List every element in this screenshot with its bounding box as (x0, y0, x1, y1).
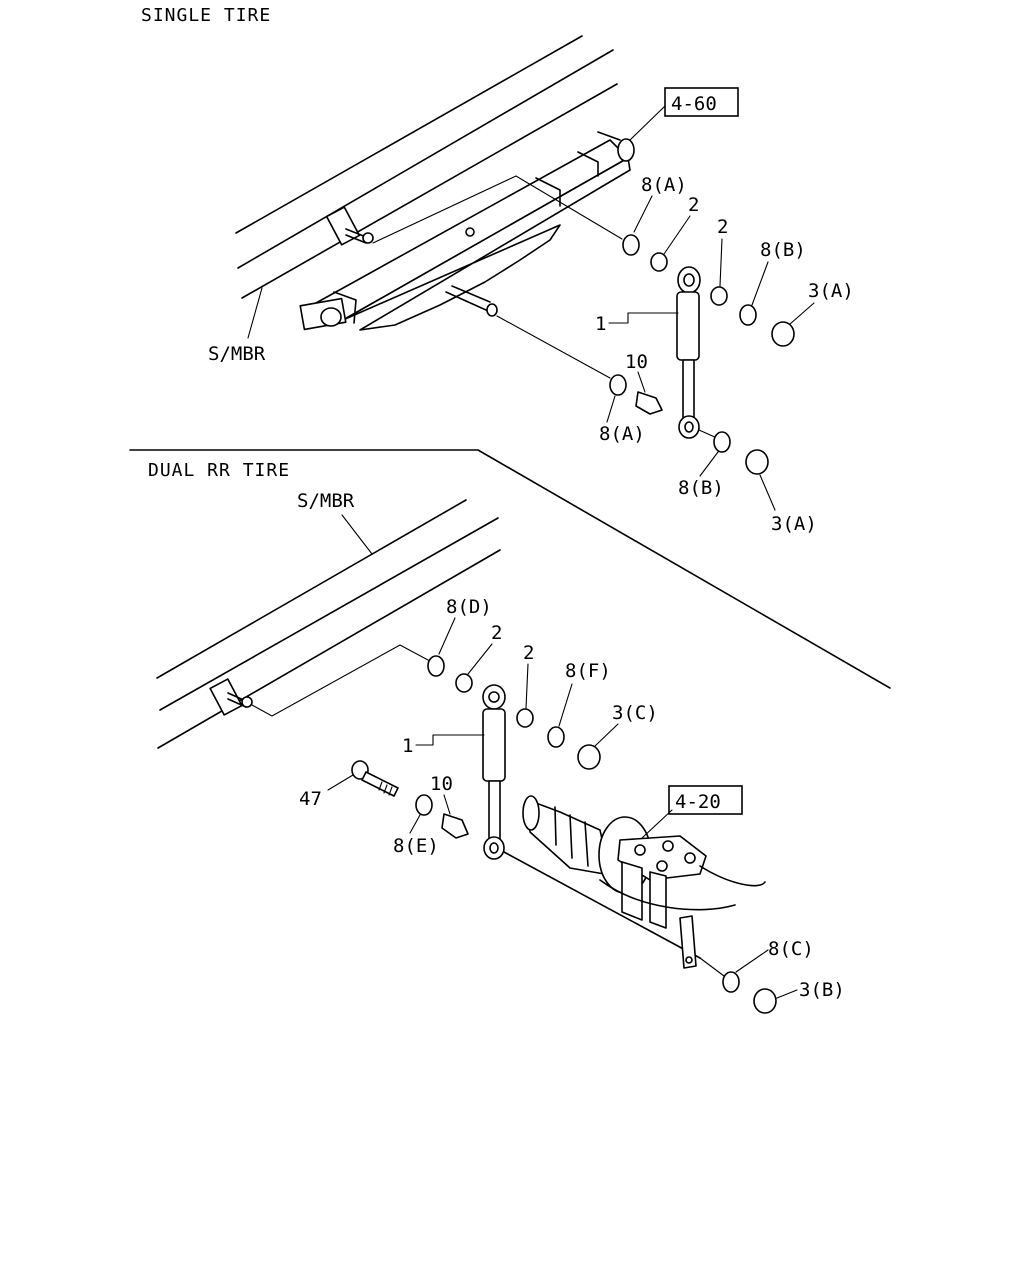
dual-leader-3c (594, 723, 619, 747)
dual-label-2a: 2 (491, 622, 502, 644)
single-leader-8a-bot (606, 395, 616, 423)
section-divider (129, 449, 891, 689)
single-label-1: 1 (595, 313, 606, 335)
ref-box-4-60 (664, 87, 739, 117)
dual-bush-10 (441, 813, 469, 839)
single-smbr-leader (247, 287, 263, 339)
single-label-10: 10 (625, 351, 648, 373)
single-label-8b-bot: 8(B) (678, 477, 724, 499)
single-shock-absorber (676, 266, 718, 439)
single-nut-3a-bot (745, 449, 769, 475)
single-label-8a-bot: 8(A) (599, 423, 645, 445)
dual-smbr-leader (341, 514, 373, 555)
dual-nut-3b (753, 988, 777, 1014)
dual-bush-2a (455, 673, 473, 693)
single-side-member (235, 35, 618, 299)
dual-label-8e: 8(E) (393, 835, 439, 857)
single-tire-title: SINGLE TIRE (141, 5, 271, 26)
ref-4-20-leader (641, 809, 673, 839)
single-label-2b: 2 (717, 216, 728, 238)
single-washer-8a-top (622, 234, 640, 256)
dual-center-line (251, 644, 429, 717)
dual-leader-8f (558, 683, 573, 727)
single-leader-3a-bot (759, 474, 776, 511)
ref-4-60-label: 4-60 (671, 93, 717, 115)
dual-rear-axle (503, 795, 766, 977)
ref-4-60-leader (629, 105, 666, 141)
dual-label-8d: 8(D) (446, 596, 492, 618)
single-leader-1 (608, 312, 679, 324)
single-leader-3a-top (789, 302, 815, 325)
dual-leader-2a (467, 643, 493, 675)
ref-4-20-label: 4-20 (675, 791, 721, 813)
single-smbr-label: S/MBR (208, 343, 266, 365)
single-label-3a-bot: 3(A) (771, 513, 817, 535)
single-bush-10 (635, 391, 663, 415)
dual-label-2b: 2 (523, 642, 534, 664)
dual-leader-47 (327, 774, 354, 791)
dual-leader-1 (415, 734, 485, 746)
single-label-8a-top: 8(A) (641, 174, 687, 196)
dual-leader-8c (735, 949, 769, 973)
dual-leader-3b (776, 989, 798, 999)
dual-label-47: 47 (299, 788, 322, 810)
dual-leader-8d (438, 617, 456, 655)
single-washer-8a-bot (609, 374, 627, 396)
dual-leader-8e (409, 814, 421, 834)
single-center-line-upper (372, 175, 623, 244)
dual-washer-8e (415, 794, 433, 816)
single-label-2a: 2 (688, 194, 699, 216)
single-washer-8b-top (739, 304, 757, 326)
single-leader-8b-bot (699, 451, 719, 477)
dual-tire-title: DUAL RR TIRE (148, 460, 290, 481)
dual-bush-2b (516, 708, 534, 728)
single-washer-8b-bot (713, 431, 731, 453)
dual-washer-8d (427, 655, 445, 677)
single-label-3a-top: 3(A) (808, 280, 854, 302)
dual-label-3c: 3(C) (612, 702, 658, 724)
single-bush-2b (710, 286, 728, 306)
dual-label-10: 10 (430, 773, 453, 795)
dual-nut-3c (577, 744, 601, 770)
dual-side-member (156, 499, 501, 749)
single-leader-2b (719, 238, 723, 287)
single-nut-3a-top (771, 321, 795, 347)
ref-box-4-20 (668, 785, 743, 815)
single-leader-10 (637, 371, 646, 393)
dual-leader-2b (525, 663, 529, 709)
single-leader-8b-top (751, 261, 769, 306)
dual-leader-10 (443, 794, 451, 815)
single-center-line-lower (496, 315, 611, 379)
dual-shock-absorber (482, 684, 506, 860)
single-leader-2a (663, 215, 691, 255)
single-bush-2a (650, 252, 668, 272)
single-leader-8a-top (633, 195, 653, 233)
dual-label-3b: 3(B) (799, 979, 845, 1001)
dual-label-8c: 8(C) (768, 938, 814, 960)
single-label-8b-top: 8(B) (760, 239, 806, 261)
dual-washer-8f (547, 726, 565, 748)
dual-washer-8c (722, 971, 740, 993)
dual-smbr-label: S/MBR (297, 490, 355, 512)
dual-label-1: 1 (402, 735, 413, 757)
dual-bolt-47 (351, 760, 399, 797)
dual-label-8f: 8(F) (565, 660, 611, 682)
